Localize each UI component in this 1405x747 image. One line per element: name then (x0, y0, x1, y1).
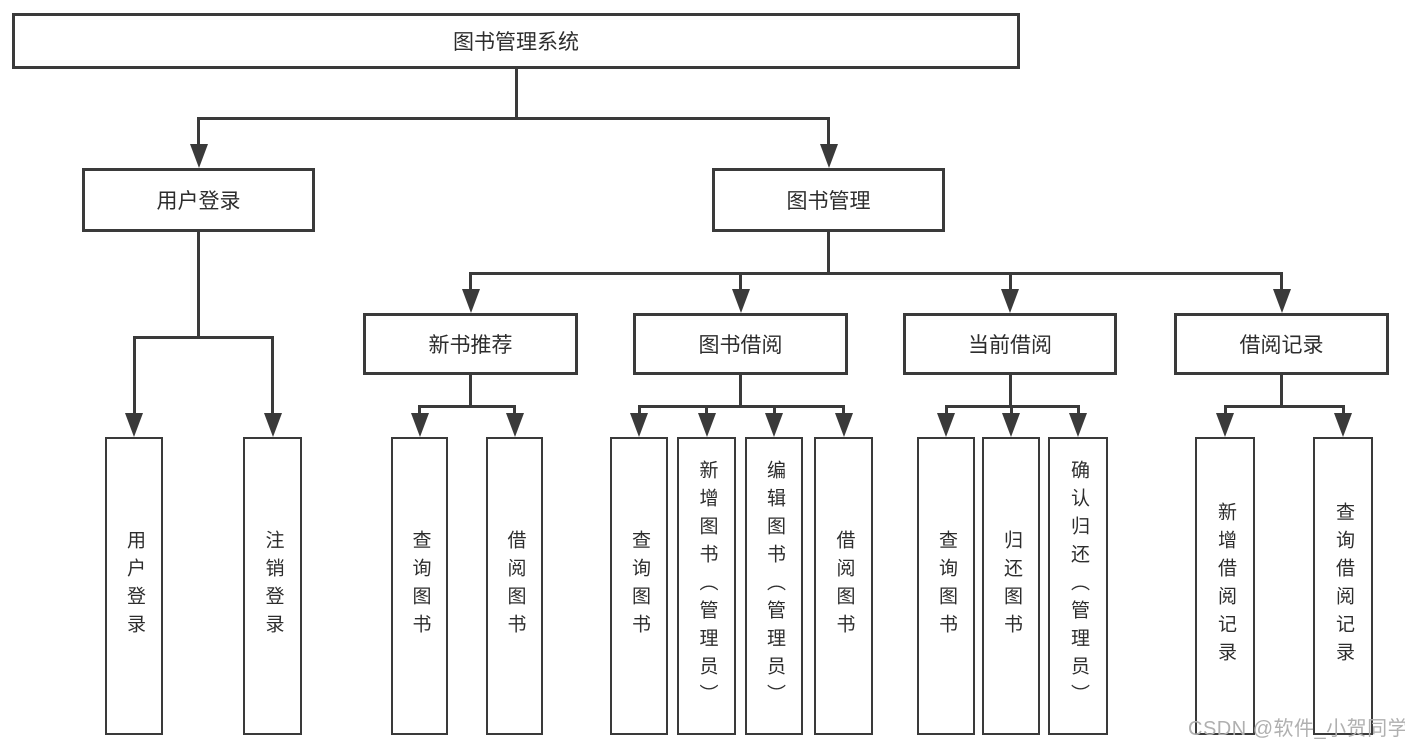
connector-drop (1280, 272, 1283, 290)
connector-stem (1008, 375, 1012, 408)
arrow-down-icon (505, 413, 524, 437)
arrow-down-icon (1216, 413, 1234, 437)
node-leaf-query-borrow-record: 查询借阅记录 (1313, 437, 1373, 735)
node-label: 借阅图书 (833, 530, 855, 642)
node-leaf-add-borrow-record: 新增借阅记录 (1195, 437, 1255, 735)
connector-bar (469, 272, 1283, 275)
node-label: 查询图书 (409, 530, 431, 642)
connector-drop (1009, 405, 1013, 414)
node-label: 查询借阅记录 (1332, 502, 1354, 670)
connector-bar (418, 405, 516, 408)
node-label: 确认归还（管理员） (1067, 460, 1089, 712)
arrow-down-icon (834, 413, 853, 437)
node-label: 归还图书 (1000, 530, 1022, 642)
connector-drop (197, 117, 200, 145)
node-book-management: 图书管理 (712, 168, 945, 232)
node-leaf-user-login: 用户登录 (105, 437, 163, 735)
node-leaf-query-books: 查询图书 (917, 437, 975, 735)
connector-stem (827, 232, 830, 275)
arrow-down-icon (1002, 413, 1020, 437)
arrow-down-icon (937, 413, 955, 437)
node-label: 用户登录 (156, 190, 241, 213)
arrow-down-icon (697, 413, 716, 437)
node-label: 注销登录 (262, 530, 284, 642)
connector-drop (469, 272, 472, 290)
node-leaf-borrow-books: 借阅图书 (814, 437, 873, 735)
node-label: 查询图书 (935, 530, 957, 642)
arrow-down-icon (189, 144, 208, 168)
node-leaf-return-books: 归还图书 (982, 437, 1040, 735)
connector-drop (827, 117, 830, 145)
connector-drop (271, 336, 274, 414)
node-label: 当前借阅 (968, 334, 1052, 357)
connector-drop (772, 405, 776, 414)
node-user-login: 用户登录 (82, 168, 315, 232)
connector-stem (514, 69, 518, 120)
arrow-down-icon (1069, 413, 1087, 437)
node-leaf-query-books: 查询图书 (391, 437, 448, 735)
node-borrowing-records: 借阅记录 (1174, 313, 1389, 375)
connector-stem (739, 375, 742, 408)
node-label: 图书管理系统 (453, 31, 579, 54)
node-label: 借阅记录 (1239, 334, 1324, 357)
connector-drop (1076, 405, 1080, 414)
connector-drop (705, 405, 708, 414)
node-book-borrowing: 图书借阅 (633, 313, 848, 375)
node-leaf-borrow-books: 借阅图书 (486, 437, 543, 735)
arrow-down-icon (1001, 289, 1019, 313)
watermark: CSDN @软件_小贺同学 (1188, 718, 1405, 740)
arrow-down-icon (410, 413, 429, 437)
node-leaf-edit-books-admin: 编辑图书（管理员） (745, 437, 803, 735)
connector-drop (1008, 272, 1012, 290)
node-label: 编辑图书（管理员） (763, 460, 785, 712)
node-leaf-query-books: 查询图书 (610, 437, 668, 735)
connector-drop (842, 405, 845, 414)
connector-drop (132, 336, 136, 414)
node-new-book-recommend: 新书推荐 (363, 313, 578, 375)
connector-bar (637, 405, 845, 408)
arrow-down-icon (1272, 289, 1291, 313)
connector-stem (197, 232, 200, 339)
node-label: 图书管理 (786, 190, 871, 213)
connector-bar (197, 117, 830, 120)
node-label: 新增图书（管理员） (696, 460, 718, 712)
arrow-down-icon (1334, 413, 1352, 437)
node-leaf-logout: 注销登录 (243, 437, 302, 735)
arrow-down-icon (765, 413, 783, 437)
node-label: 新书推荐 (428, 334, 513, 357)
connector-drop (637, 405, 641, 414)
arrow-down-icon (125, 413, 143, 437)
connector-drop (1341, 405, 1345, 414)
node-label: 查询图书 (628, 530, 650, 642)
connector-drop (1223, 405, 1227, 414)
node-label: 图书借阅 (698, 334, 783, 357)
node-label: 借阅图书 (504, 530, 526, 642)
connector-drop (513, 405, 516, 414)
arrow-down-icon (731, 289, 750, 313)
connector-drop (944, 405, 948, 414)
arrow-down-icon (819, 144, 838, 168)
connector-stem (469, 375, 472, 408)
arrow-down-icon (263, 413, 282, 437)
node-book-management-system: 图书管理系统 (12, 13, 1020, 69)
node-leaf-add-books-admin: 新增图书（管理员） (677, 437, 736, 735)
arrow-down-icon (461, 289, 480, 313)
connector-stem (1280, 375, 1283, 408)
connector-bar (132, 336, 274, 339)
connector-drop (739, 272, 742, 290)
node-current-borrowing: 当前借阅 (903, 313, 1117, 375)
node-leaf-confirm-return-admin: 确认归还（管理员） (1048, 437, 1108, 735)
arrow-down-icon (630, 413, 648, 437)
node-label: 新增借阅记录 (1214, 502, 1236, 670)
connector-bar (1223, 405, 1345, 408)
connector-drop (418, 405, 421, 414)
node-label: 用户登录 (123, 530, 145, 642)
